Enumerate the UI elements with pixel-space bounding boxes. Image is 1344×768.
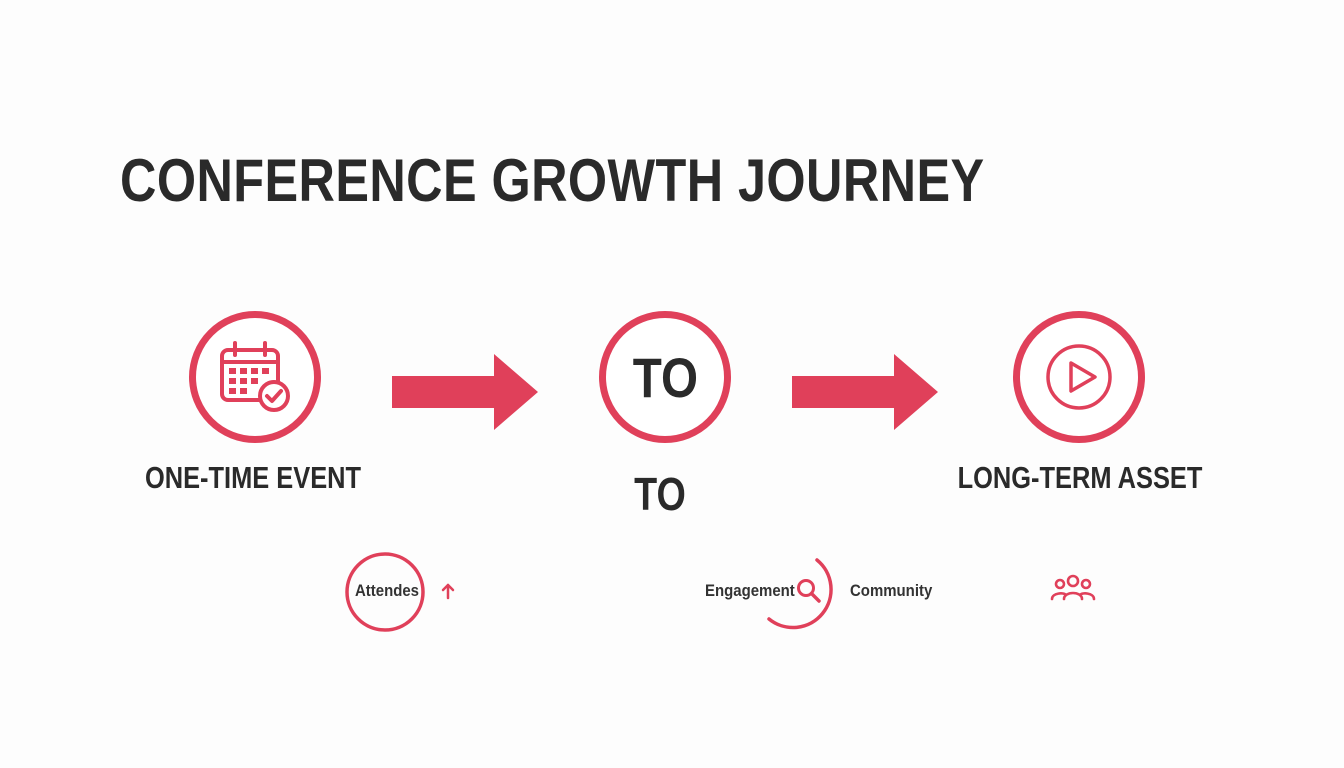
arrow-up-icon bbox=[441, 583, 455, 600]
stage-circle-text: TO bbox=[632, 345, 698, 409]
stage-circle-to: TO bbox=[599, 311, 731, 443]
attendees-label: Attendes bbox=[355, 581, 420, 600]
calendar-check-icon bbox=[220, 341, 290, 412]
search-icon bbox=[797, 579, 821, 603]
attendees-ring bbox=[345, 552, 425, 632]
stage-label-to: TO bbox=[634, 468, 686, 520]
people-icon bbox=[1050, 574, 1096, 601]
community-label: Community bbox=[850, 581, 933, 600]
stage-circle-one-time-event bbox=[189, 311, 321, 443]
stage-circle-long-term-asset bbox=[1013, 311, 1145, 443]
engagement-ring bbox=[767, 558, 833, 630]
stage-label-long-term-asset: LONG-TERM ASSET bbox=[957, 460, 1203, 495]
page-title: CONFERENCE GROWTH JOURNEY bbox=[120, 147, 985, 214]
engagement-label: Engagement bbox=[705, 581, 795, 600]
arrow-right-icon bbox=[392, 354, 538, 430]
stage-label-one-time-event: ONE-TIME EVENT bbox=[144, 460, 362, 495]
play-icon bbox=[1046, 344, 1112, 410]
arrow-right-icon bbox=[792, 354, 938, 430]
